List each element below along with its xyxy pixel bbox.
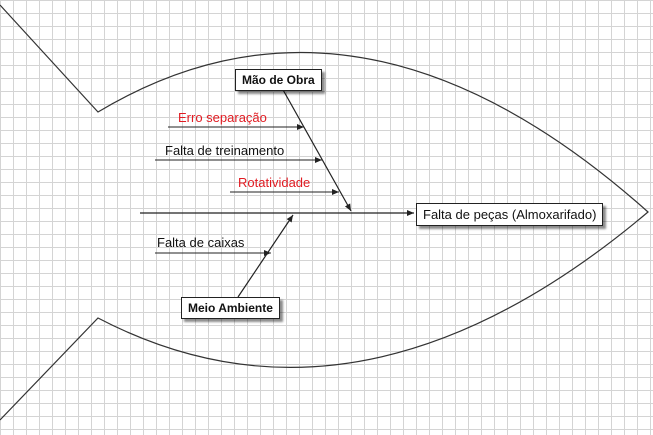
fish-body-outline [0, 4, 649, 421]
category-label-meio-ambiente: Meio Ambiente [188, 301, 273, 315]
cause-label-erro-separacao: Erro separação [178, 110, 267, 125]
category-label-mao-de-obra: Mão de Obra [242, 73, 315, 87]
cause-label-falta-caixas: Falta de caixas [157, 235, 245, 250]
bone-mao-de-obra [281, 87, 352, 212]
category-box-meio-ambiente: Meio Ambiente [181, 297, 280, 319]
cause-label-falta-treinamento: Falta de treinamento [165, 143, 285, 158]
cause-label-rotatividade: Rotatividade [238, 175, 311, 190]
bone-meio-ambiente [237, 214, 294, 298]
effect-label: Falta de peças (Almoxarifado) [423, 207, 597, 222]
category-box-mao-de-obra: Mão de Obra [235, 69, 322, 91]
effect-box: Falta de peças (Almoxarifado) [416, 203, 604, 226]
